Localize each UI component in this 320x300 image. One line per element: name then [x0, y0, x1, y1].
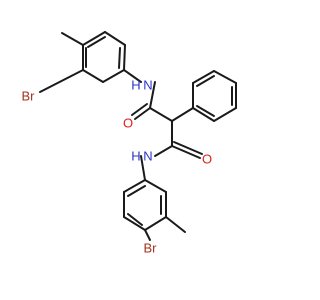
- bond-23: [196, 75, 215, 87]
- nh-group-bottom: N H: [131, 149, 152, 164]
- bond-8: [118, 47, 121, 69]
- bond-18: [192, 70, 215, 84]
- bromine-label-top: Br: [22, 89, 36, 104]
- nitrogen-label-bottom: N: [143, 149, 152, 164]
- bond-layer: [39, 31, 237, 241]
- bond-4: [102, 69, 125, 83]
- bond-39: [127, 185, 146, 197]
- bond-3: [123, 44, 126, 71]
- bond-19: [213, 70, 237, 84]
- oxygen-label-bottom: O: [202, 152, 212, 167]
- bond-11: [123, 69, 142, 83]
- bond-25: [196, 105, 215, 117]
- bond-22: [192, 107, 215, 122]
- bond-34: [123, 216, 146, 231]
- bond-36: [123, 179, 146, 193]
- bond-7: [87, 36, 106, 48]
- bond-16: [171, 107, 194, 122]
- bond-14: [131, 103, 148, 116]
- bond-13: [134, 107, 151, 120]
- molecule-canvas: N H O Br N H O Br: [22, 31, 237, 256]
- bond-27: [171, 145, 201, 159]
- bond-0: [61, 32, 84, 46]
- bond-29: [154, 145, 173, 157]
- bond-15: [149, 107, 173, 122]
- nh-group-top: N H: [131, 78, 152, 93]
- bond-2: [104, 31, 126, 46]
- oxygen-label-top: O: [123, 116, 133, 131]
- bond-40: [144, 229, 151, 241]
- bond-38: [127, 213, 143, 226]
- bromine-label-bottom: Br: [144, 241, 158, 256]
- bond-12: [149, 81, 156, 109]
- hydrogen-label-bottom: H: [131, 149, 140, 164]
- bond-21: [213, 107, 237, 122]
- bond-30: [140, 155, 146, 181]
- bond-28: [173, 141, 203, 155]
- structure-drawing: N H O Br N H O Br: [22, 31, 237, 256]
- hydrogen-label-top: H: [131, 78, 140, 93]
- bond-5: [82, 69, 104, 83]
- bond-10: [39, 69, 84, 93]
- bond-33: [144, 216, 167, 231]
- bond-1: [82, 31, 106, 46]
- bond-31: [144, 179, 167, 193]
- nitrogen-label-top: N: [143, 78, 152, 93]
- bond-41: [165, 216, 186, 233]
